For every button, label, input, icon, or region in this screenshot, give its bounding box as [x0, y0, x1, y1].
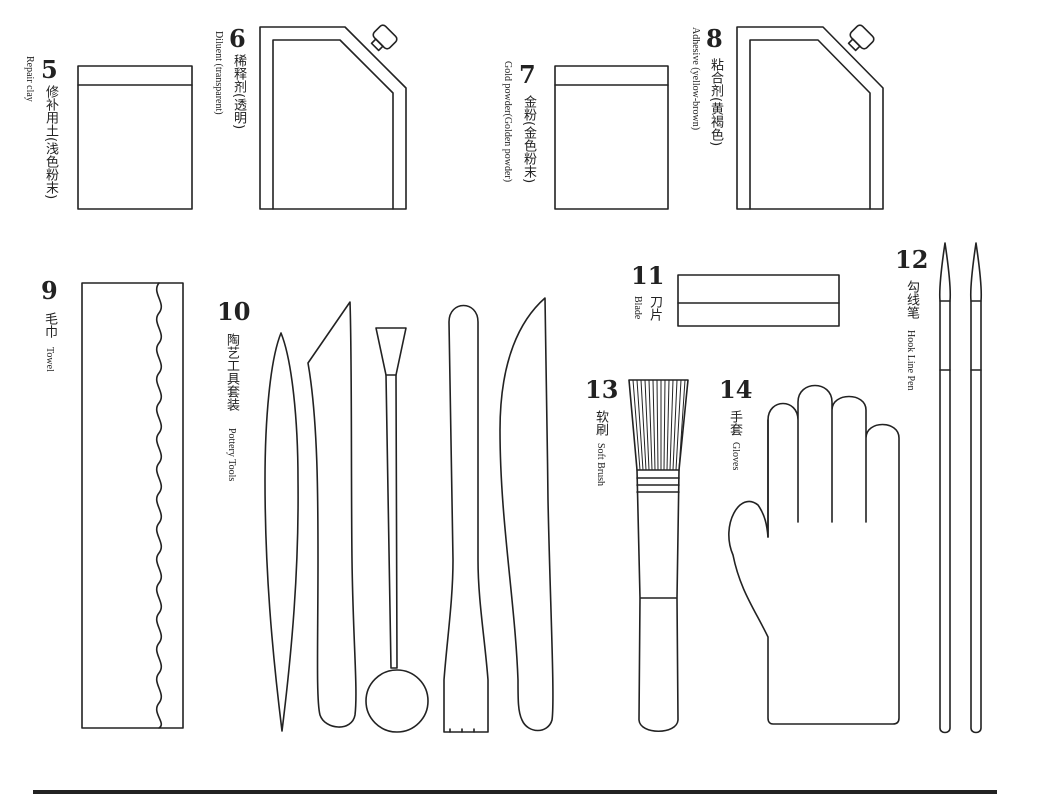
- item-name-en-13: Soft Brush: [595, 443, 606, 487]
- item-name-en-5: Repair clay: [24, 56, 35, 102]
- diluent-jug-icon: [259, 24, 407, 210]
- hook-line-pens-icon: [938, 242, 983, 734]
- item-number-6: 6: [229, 24, 246, 53]
- item-number-9: 9: [41, 276, 58, 305]
- item-number-8: 8: [706, 24, 723, 53]
- item-name-en-11: Blade: [632, 296, 643, 320]
- towel-icon: [81, 282, 184, 729]
- item-name-zh-14: 手套: [727, 410, 742, 436]
- item-name-en-7: Gold powder(Golden powder): [502, 61, 513, 183]
- soft-brush-icon: [628, 379, 689, 732]
- item-name-zh-6: 稀释剂(透明): [231, 54, 246, 130]
- item-name-zh-9: 毛巾: [42, 312, 57, 338]
- item-number-5: 5: [41, 55, 58, 84]
- repair-clay-bag-icon: [77, 65, 193, 210]
- bottom-divider: [33, 790, 997, 794]
- blade-icon: [677, 274, 840, 327]
- item-name-zh-11: 刀片: [647, 295, 662, 321]
- item-number-13: 13: [585, 375, 619, 404]
- item-number-12: 12: [895, 245, 929, 274]
- item-name-en-6: Diluent (transparent): [213, 31, 224, 115]
- item-name-zh-13: 软刷: [593, 410, 608, 436]
- glove-icon: [728, 384, 900, 725]
- item-number-14: 14: [719, 375, 753, 404]
- item-name-en-8: Adhesive (yellow-brown): [690, 27, 701, 131]
- item-number-11: 11: [631, 261, 665, 290]
- item-name-zh-10: 陶艺工具套装: [224, 333, 239, 411]
- pottery-tools-icon: [264, 297, 554, 733]
- gold-powder-bag-icon: [554, 65, 669, 210]
- item-name-en-9: Towel: [44, 347, 55, 372]
- item-name-en-10: Pottery Tools: [226, 428, 237, 482]
- adhesive-jug-icon: [736, 24, 884, 210]
- item-name-en-12: Hook Line Pen: [905, 330, 916, 391]
- item-name-zh-5: 修补用土(浅色粉末): [43, 85, 58, 200]
- item-name-en-14: Gloves: [730, 442, 741, 471]
- item-name-zh-7: 金粉(金色粉末): [521, 95, 536, 184]
- item-name-zh-12: 勾线笔: [904, 280, 919, 319]
- item-number-7: 7: [519, 60, 536, 89]
- item-name-zh-8: 粘合剂(黄褐色): [708, 58, 723, 147]
- item-number-10: 10: [217, 297, 251, 326]
